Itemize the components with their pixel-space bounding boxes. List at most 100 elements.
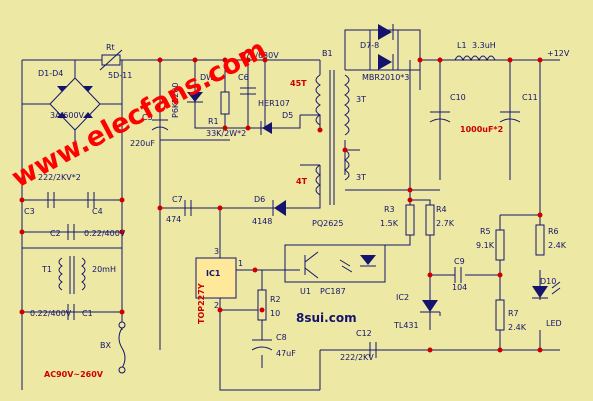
label-her107: HER107 (258, 99, 290, 108)
label-d6: D6 (254, 195, 265, 204)
label-pc187: PC187 (320, 287, 346, 296)
label-c8-value: 47uF (276, 349, 296, 358)
ic1-block (195, 257, 255, 299)
label-pin1: 1 (238, 259, 243, 268)
label-r4-value: 2.7K (436, 219, 455, 228)
label-r2-value: 10 (270, 309, 280, 318)
label-c2: C2 (50, 229, 61, 238)
label-c12-value: 222/2KV (340, 353, 374, 362)
labels: Rt 5D-11 D1-D4 3A/600V 222/2KV*2 C3 C4 C… (24, 41, 570, 379)
wires (21, 29, 560, 391)
transformer-b1 (315, 70, 350, 205)
label-c4: C4 (92, 207, 103, 216)
fuse-bx (118, 321, 126, 374)
thermistor-rt (99, 49, 123, 71)
label-c8: C8 (276, 333, 287, 342)
label-tl431: TL431 (393, 321, 419, 330)
resistor-r4 (425, 204, 435, 236)
label-c2-value: 0.22/400V (84, 229, 126, 238)
capacitor-c2 (67, 224, 75, 240)
bridge-rectifier (57, 86, 93, 118)
label-c9: C9 (454, 257, 465, 266)
ic2-tl431 (420, 300, 441, 316)
label-r3-value: 1.5K (380, 219, 399, 228)
resistor-r3 (405, 204, 415, 236)
capacitor-c3-c4 (47, 192, 95, 208)
label-top227y: TOP227Y (197, 283, 206, 324)
label-3t-a: 3T (356, 95, 366, 104)
label-r7: R7 (508, 309, 519, 318)
capacitor-c11 (499, 111, 521, 123)
label-c6-value: 472/630V (240, 51, 279, 60)
choke-t1 (58, 256, 86, 294)
label-b1: B1 (322, 49, 333, 58)
label-t1: T1 (41, 265, 52, 274)
label-r7-value: 2.4K (508, 323, 527, 332)
label-d5: D5 (282, 111, 293, 120)
label-t1-value: 20mH (92, 265, 116, 274)
label-c7-value: 474 (166, 215, 181, 224)
label-ac-input: AC90V~260V (44, 370, 104, 379)
resistor-r5 (495, 229, 505, 261)
label-c3c4-value: 222/2KV*2 (38, 173, 81, 182)
label-d6-value: 4148 (252, 217, 272, 226)
label-r5: R5 (480, 227, 491, 236)
label-rt: Rt (106, 43, 115, 52)
capacitor-c9 (454, 267, 462, 283)
label-4t: 4T (296, 177, 308, 186)
label-c10: C10 (450, 93, 466, 102)
label-dw: DW (200, 73, 214, 82)
diode-d6 (272, 200, 286, 216)
label-bx: BX (100, 341, 111, 350)
inductor-l1 (454, 55, 496, 62)
junction-dots (19, 57, 543, 353)
label-c3: C3 (24, 207, 35, 216)
resistor-r1 (220, 91, 230, 115)
label-ic2: IC2 (396, 293, 409, 302)
diodes-d7-d8 (369, 24, 399, 70)
capacitor-c8 (251, 339, 273, 351)
label-pq2625: PQ2625 (312, 219, 343, 228)
label-p6ke: P6KE200 (171, 83, 180, 118)
label-r6-value: 2.4K (548, 241, 567, 250)
capacitor-c5 (151, 119, 169, 131)
resistor-r2 (257, 289, 267, 321)
label-rt-value: 5D-11 (108, 71, 132, 80)
label-c11: C11 (522, 93, 538, 102)
label-c5: C5 (142, 113, 153, 122)
label-site: 8sui.com (296, 311, 357, 325)
label-r6: R6 (548, 227, 559, 236)
label-output-12v: +12V (547, 49, 570, 58)
capacitor-c12 (369, 342, 377, 358)
resistor-r7 (495, 299, 505, 331)
capacitor-c6 (240, 87, 256, 95)
led-d10 (532, 281, 561, 299)
label-r5-value: 9.1K (476, 241, 495, 250)
label-l1: L1 (457, 41, 467, 50)
capacitor-c10 (429, 111, 451, 123)
capacitor-c1 (67, 304, 75, 320)
optocoupler-u1 (304, 251, 376, 279)
label-c6: C6 (238, 73, 249, 82)
label-c9-value: 104 (452, 283, 467, 292)
zener-dw (187, 92, 203, 103)
label-c12: C12 (356, 329, 372, 338)
label-mbr: MBR2010*3 (362, 73, 409, 82)
diode-d5 (260, 121, 272, 135)
label-45t: 45T (290, 79, 307, 88)
label-3t-b: 3T (356, 173, 366, 182)
label-c7: C7 (172, 195, 183, 204)
label-l1-value: 3.3uH (472, 41, 496, 50)
resistor-r6 (535, 224, 545, 256)
label-r4: R4 (436, 205, 447, 214)
label-r2: R2 (270, 295, 281, 304)
label-r1-value: 33K/2W*2 (206, 129, 246, 138)
label-bridge: D1-D4 (38, 69, 63, 78)
label-c1: C1 (82, 309, 93, 318)
label-d78: D7-8 (360, 41, 379, 50)
label-d10: D10 (540, 277, 556, 286)
label-pin2: 2 (214, 301, 219, 310)
label-led: LED (546, 319, 562, 328)
